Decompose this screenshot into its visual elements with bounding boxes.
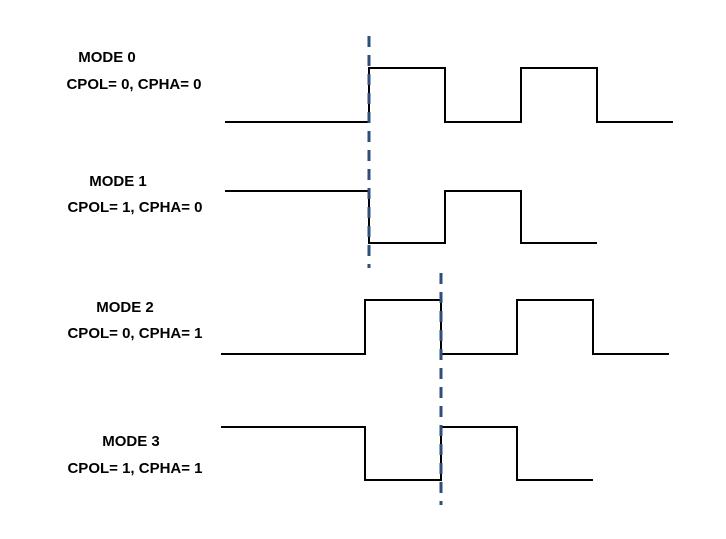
mode-3-params: CPOL= 1, CPHA= 1: [67, 460, 203, 477]
mode-2-params: CPOL= 0, CPHA= 1: [67, 325, 203, 342]
mode-2-clock-waveform: [221, 299, 669, 355]
mode-0-clock-waveform: [225, 67, 673, 123]
mode-0-title: MODE 0: [78, 49, 136, 66]
mode-1-params: CPOL= 1, CPHA= 0: [67, 199, 203, 216]
mode-0-params: CPOL= 0, CPHA= 0: [66, 76, 202, 93]
mode-3-title: MODE 3: [102, 433, 160, 450]
mode-1-title: MODE 1: [89, 173, 147, 190]
mode-3-clock-waveform: [221, 426, 593, 481]
mode-2-title: MODE 2: [96, 299, 154, 316]
mode-1-clock-waveform: [225, 190, 597, 244]
